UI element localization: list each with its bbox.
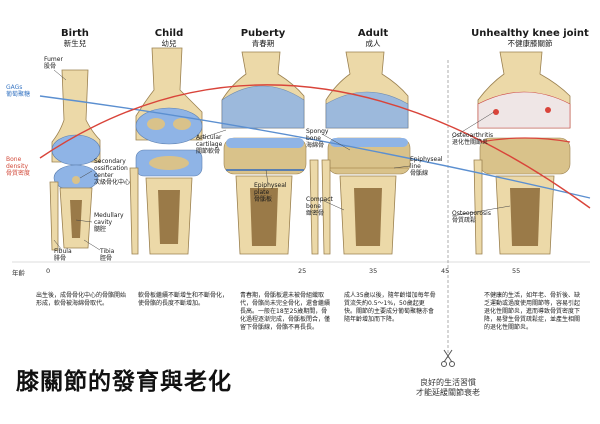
age-tick: 0 (46, 267, 51, 275)
description-unhealthy: 不健康的生活，如年老、骨折後、缺乏運動或過度使用關節等，容易引起退化性關節炎，進… (484, 292, 581, 331)
description-puberty: 青春期，骨骺板還未被骨組織取代，骨骼尚未完全骨化，還會繼續長高。一般在18至25… (240, 292, 331, 331)
birth-bones (49, 69, 101, 251)
bottom-note: 良好的生活習慣 才能延緩關節衰老 (416, 378, 480, 397)
child-bones (129, 47, 203, 255)
stage-title-zh: 新生兒 (63, 39, 87, 48)
stage-title-zh: 青春期 (251, 39, 275, 48)
unhealthy-bones (473, 51, 571, 255)
stage-title-zh: 不健康膝關節 (507, 39, 553, 48)
stage-title-en: Unhealthy knee joint (471, 28, 589, 39)
puberty-bones (221, 51, 319, 255)
stage-child: Child 幼兒 (134, 28, 204, 48)
bone-density-trend-line (39, 84, 591, 209)
stage-title-en: Puberty (240, 28, 286, 39)
age-tick: 55 (512, 267, 521, 275)
age-tick: 25 (298, 267, 307, 275)
stage-title-en: Child (154, 28, 184, 39)
stage-adult: Adult 成人 (338, 28, 408, 48)
gags-trend-line (39, 95, 591, 199)
age-tick: 35 (369, 267, 378, 275)
stage-birth: Birth 新生兒 (40, 28, 110, 48)
scissors-icon (441, 349, 455, 367)
stage-puberty: Puberty 青春期 (228, 28, 298, 48)
stage-title-zh: 成人 (365, 39, 381, 48)
description-child: 軟骨板繼續不斷增生和不斷骨化，使骨骼的長度不斷增加。 (138, 292, 229, 307)
age-tick: 45 (441, 267, 450, 275)
stage-unhealthy: Unhealthy knee joint 不健康膝關節 (470, 28, 590, 48)
description-birth: 出生後，成骨骨化中心的骨骼開始形成，軟骨被海綿骨取代。 (36, 292, 127, 307)
label-pointer-lines (53, 69, 511, 251)
stage-title-en: Birth (61, 28, 89, 39)
page-title: 膝關節的發育與老化 (16, 369, 232, 395)
description-adult: 成人35歲以後，隨年齡增加每年骨質流失約0.5～1%，50歲起更快。關節的主要成… (344, 292, 436, 323)
stage-title-zh: 幼兒 (161, 39, 177, 48)
adult-bones (321, 51, 411, 255)
age-axis-label: 年齡 (12, 269, 25, 277)
stage-title-en: Adult (357, 28, 389, 39)
